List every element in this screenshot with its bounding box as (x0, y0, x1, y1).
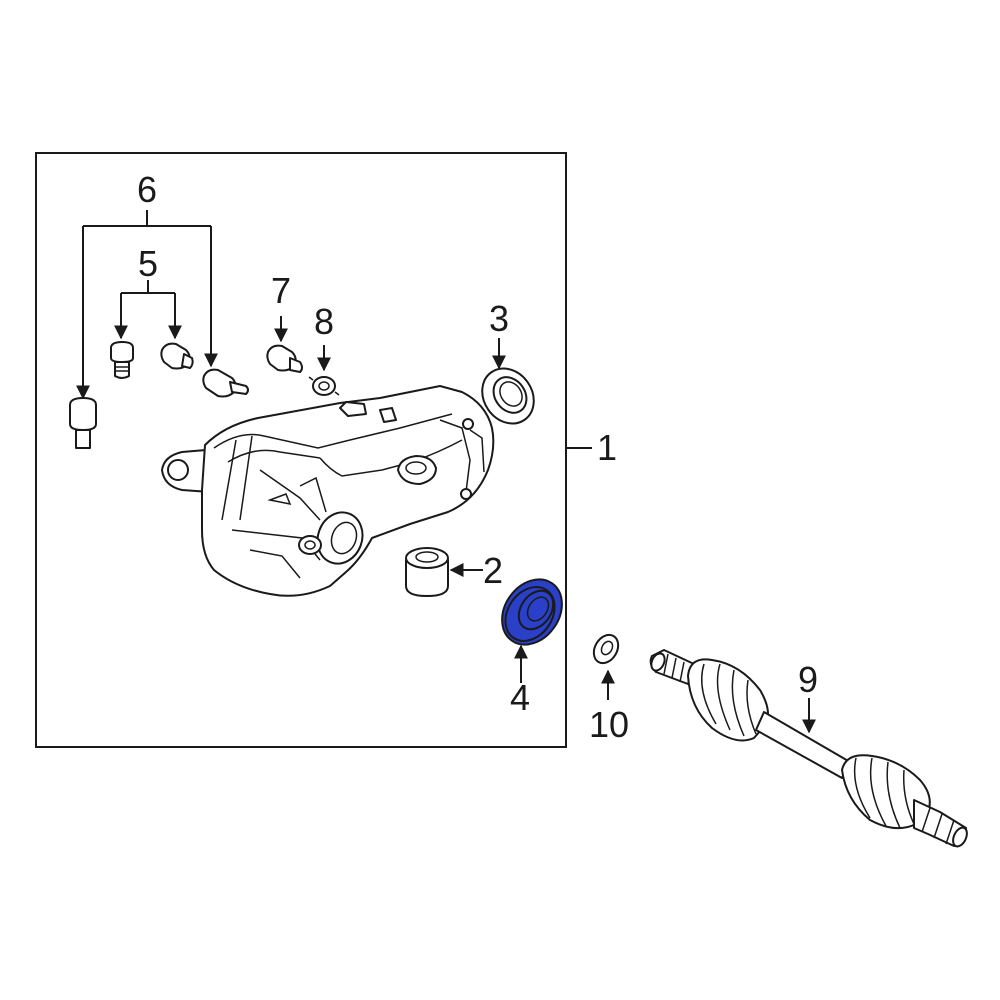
part-3-seal[interactable] (472, 338, 545, 434)
callout-5: 5 (138, 243, 158, 284)
callout-9: 9 (798, 659, 818, 700)
part-7-bolt[interactable] (266, 316, 303, 373)
part-4-seal-highlighted[interactable] (490, 568, 574, 683)
callout-3: 3 (489, 298, 509, 339)
part-9-axle-shaft[interactable] (649, 649, 970, 849)
callout-2: 2 (483, 550, 503, 591)
callout-10: 10 (589, 704, 629, 745)
callout-7: 7 (271, 270, 291, 311)
callout-8: 8 (314, 301, 334, 342)
part-8-washer[interactable] (308, 345, 340, 396)
assembly-frame (35, 152, 567, 748)
callout-4: 4 (510, 677, 530, 718)
part-6-bolts[interactable] (69, 210, 249, 449)
part-5-plugs[interactable] (110, 280, 194, 379)
part-1-differential-housing[interactable] (161, 385, 592, 597)
callout-6: 6 (137, 169, 157, 210)
part-10-washer[interactable] (589, 631, 623, 700)
callout-1: 1 (597, 427, 617, 468)
part-2-bushing[interactable] (405, 547, 483, 597)
